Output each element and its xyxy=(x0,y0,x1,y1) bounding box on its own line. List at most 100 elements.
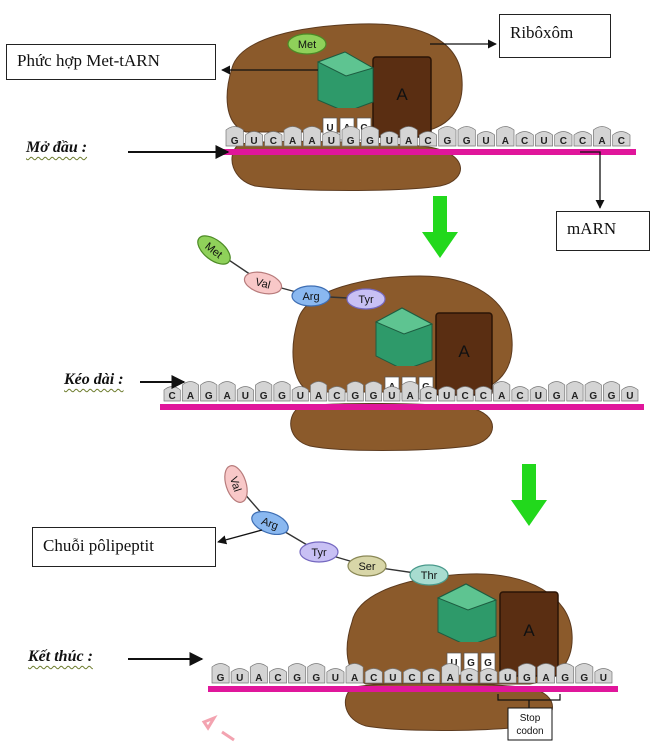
mrna-base: U xyxy=(230,668,249,684)
mrna-base-letter: U xyxy=(504,673,511,684)
amino-acid-label: Ser xyxy=(358,561,375,573)
mrna-base: C xyxy=(328,386,346,402)
mrna-base-letter: A xyxy=(351,673,358,684)
mrna-base: C xyxy=(554,131,573,147)
mrna-backbone xyxy=(222,149,636,155)
mrna-base: G xyxy=(556,663,575,684)
mrna-base-letter: A xyxy=(498,391,505,402)
amino-acid: Arg xyxy=(291,285,331,307)
mrna-base: C xyxy=(573,131,592,147)
mrna-base: G xyxy=(365,381,383,402)
amino-acid: Arg xyxy=(251,510,289,536)
mrna-base: U xyxy=(322,131,341,147)
mrna-base: C xyxy=(479,668,498,684)
mrna-base-letter: A xyxy=(187,391,194,402)
amino-acid-label: Tyr xyxy=(311,547,327,559)
stage-label-elongation: Kéo dài : xyxy=(64,371,124,388)
amino-acid-label: Arg xyxy=(302,291,319,303)
anticodon-letter: G xyxy=(467,658,475,669)
mrna-base-letter: C xyxy=(618,136,625,147)
ribosome-small-subunit xyxy=(231,140,461,191)
mrna-base-letter: U xyxy=(332,673,339,684)
mrna-base: G xyxy=(548,381,566,402)
amino-acid: Tyr xyxy=(299,541,339,563)
stop-codon-box xyxy=(507,707,553,741)
mrna-base: C xyxy=(403,668,421,684)
mrna-base-letter: G xyxy=(370,391,378,402)
mrna-base-letter: G xyxy=(205,391,213,402)
mrna-base-letter: C xyxy=(274,673,281,684)
mrna-base-letter: G xyxy=(553,391,561,402)
mrna-base: A xyxy=(493,381,511,402)
trna-top xyxy=(436,583,498,611)
mrna-base-letter: C xyxy=(461,391,468,402)
mrna-base: U xyxy=(326,668,345,684)
mrna-base-letter: A xyxy=(315,391,322,402)
mrna-base-letter: G xyxy=(443,136,451,147)
amino-acid: Val xyxy=(224,465,248,503)
mrna-base-letter: C xyxy=(408,673,415,684)
mrna-base: A xyxy=(592,126,612,147)
mrna-base: G xyxy=(200,381,218,402)
mrna-base: C xyxy=(364,668,383,684)
mrna-base: A xyxy=(302,126,322,147)
mrna-base: U xyxy=(476,131,496,147)
mrna-base: U xyxy=(380,131,399,147)
callout-ribosome: Ribôxôm xyxy=(499,14,611,58)
mrna-base-letter: G xyxy=(589,391,597,402)
mrna-base: C xyxy=(418,131,438,147)
mrna-base: G xyxy=(288,663,307,684)
anticodon-letter: G xyxy=(484,658,492,669)
mrna-base-letter: C xyxy=(333,391,340,402)
trna-top xyxy=(316,51,375,77)
trna-top xyxy=(374,307,434,335)
mrna-base-letter: U xyxy=(482,136,489,147)
green-arrow xyxy=(422,196,458,258)
mrna-base: U xyxy=(236,386,254,402)
mrna-base-letter: U xyxy=(540,136,547,147)
mrna-base: A xyxy=(537,663,555,684)
mrna-base-letter: G xyxy=(580,673,588,684)
mrna-base-letter: G xyxy=(260,391,268,402)
mrna-base-letter: A xyxy=(447,673,454,684)
mrna-base: U xyxy=(291,386,309,402)
mrna-base-letter: A xyxy=(308,136,315,147)
mrna-base: C xyxy=(419,386,437,402)
mrna-base: C xyxy=(511,386,529,402)
mrna-base: U xyxy=(621,386,639,402)
mrna-base-letter: G xyxy=(293,673,301,684)
mrna-base: C xyxy=(456,386,474,402)
mrna-base: G xyxy=(457,126,476,147)
mrna-base-letter: C xyxy=(425,391,432,402)
mrna-base-letter: G xyxy=(278,391,286,402)
mrna-base: A xyxy=(566,381,584,402)
green-arrow xyxy=(511,464,547,526)
mrna-base-letter: U xyxy=(600,673,607,684)
callout-mrna: mARN xyxy=(556,211,650,251)
mrna-base: A xyxy=(496,126,515,147)
mrna-base-letter: A xyxy=(542,673,549,684)
mrna-base-letter: U xyxy=(386,136,393,147)
amino-acid: Ser xyxy=(347,555,387,577)
mrna-base-letter: C xyxy=(169,391,176,402)
mrna-base: A xyxy=(399,126,418,147)
stop-codon-label: codon xyxy=(516,726,543,737)
mrna-base-letter: A xyxy=(289,136,296,147)
mrna-base-letter: U xyxy=(443,391,450,402)
mrna-base: G xyxy=(603,381,621,402)
mrna-base: C xyxy=(515,131,534,147)
mrna-base-letter: U xyxy=(388,391,395,402)
mrna-base: A xyxy=(345,663,364,684)
mrna-base: U xyxy=(244,131,264,147)
stage-label-initiation: Mở đầu : xyxy=(26,139,88,156)
mrna-base-letter: U xyxy=(535,391,542,402)
mrna-base-letter: C xyxy=(466,673,473,684)
mrna-base-letter: A xyxy=(502,136,509,147)
mrna-base: G xyxy=(517,663,536,684)
mrna-base: G xyxy=(273,381,291,402)
mrna-base-letter: C xyxy=(270,136,277,147)
mrna-base-letter: C xyxy=(370,673,377,684)
